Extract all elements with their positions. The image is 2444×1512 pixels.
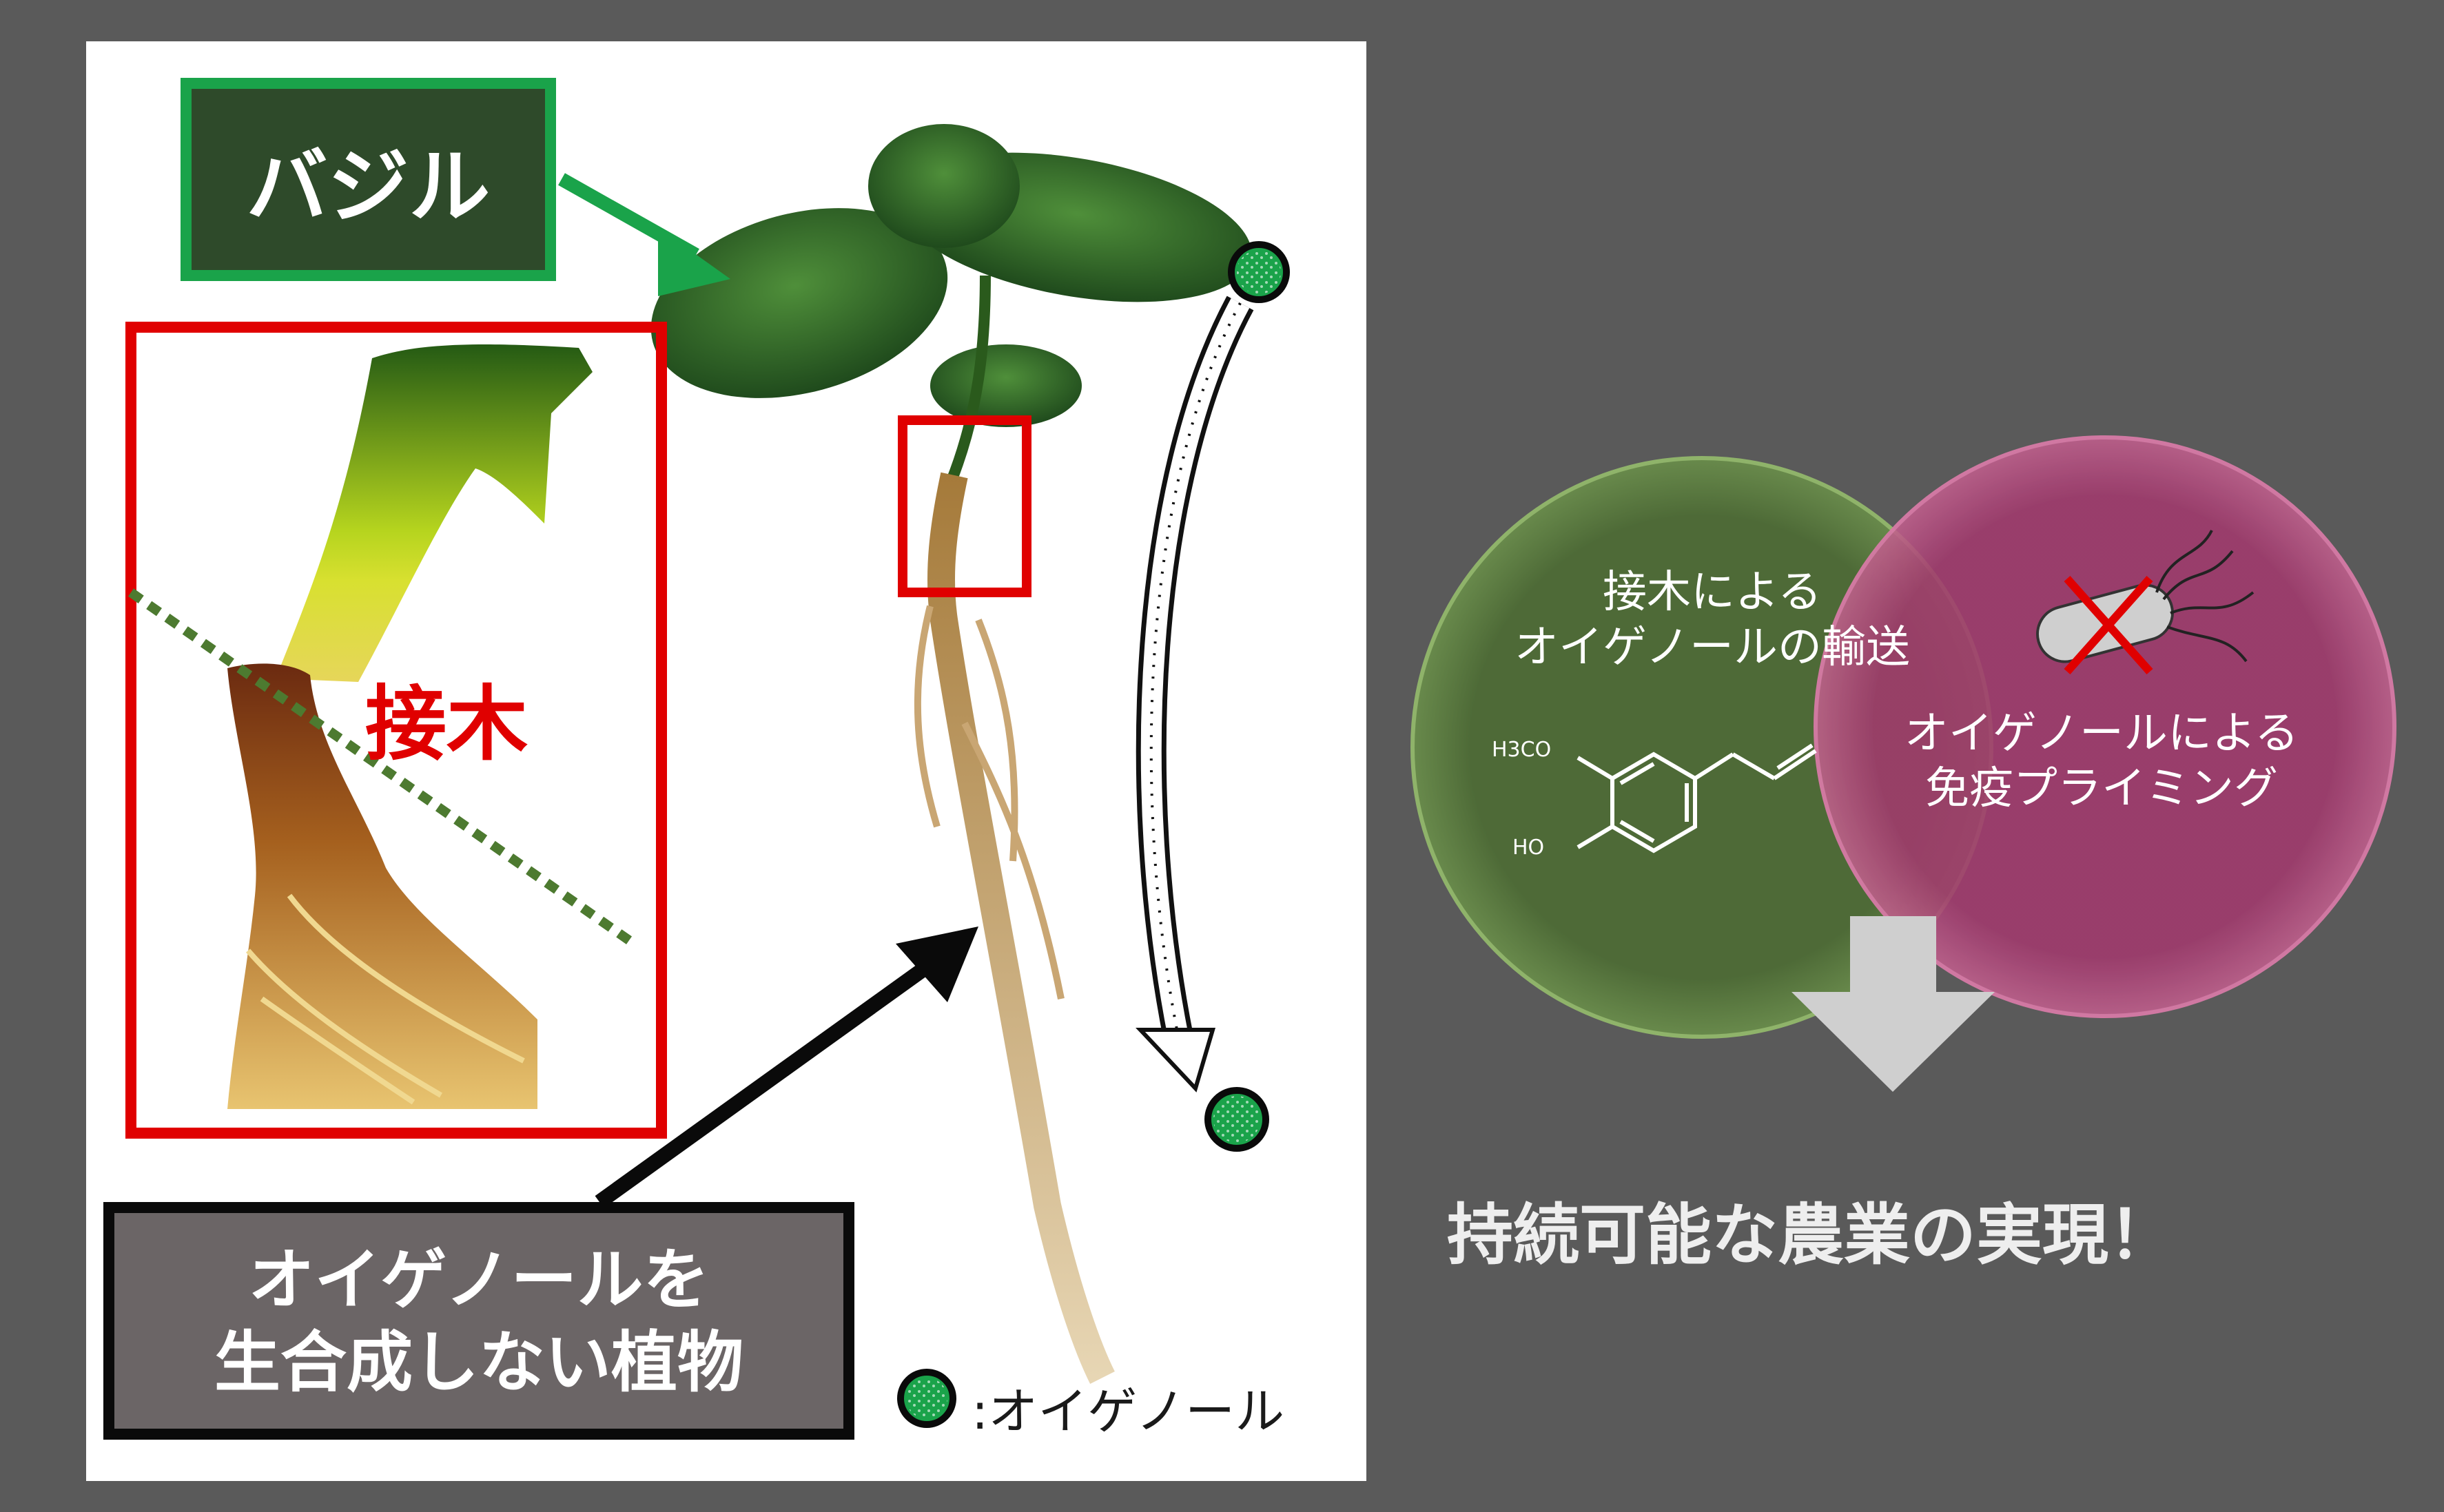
basil-leaves: [650, 124, 1252, 484]
venn-priming-line1: オイゲノールによる: [1904, 708, 2299, 759]
legend-eugenol-label: :オイゲノール: [972, 1382, 1285, 1440]
basil-label: バジル: [181, 78, 556, 281]
transport-arrowhead: [1136, 1028, 1216, 1092]
venn-priming-text: オイゲノールによる 免疫プライミング: [1853, 706, 2350, 816]
basil-stem-root: [914, 472, 1115, 1384]
basil-label-text: バジル: [246, 139, 491, 234]
non-biosynth-line1: オイゲノールを: [248, 1241, 710, 1318]
conclusion-text: 持続可能な農業の実現！: [1447, 1197, 2175, 1274]
eugenol-dot-top: [1228, 241, 1290, 303]
grafting-label: 接木: [365, 676, 528, 771]
graft-site-frame: [898, 415, 1031, 597]
transport-arrow-dots: [1149, 302, 1242, 1037]
non-biosynth-pointer-arrow: [595, 958, 935, 1208]
venn-priming-line2: 免疫プライミング: [1925, 763, 2278, 814]
chem-h3co-label: H3CO: [1492, 738, 1551, 762]
non-biosynth-pointer-arrowhead: [896, 926, 978, 1002]
non-biosynth-plant-label: オイゲノールを 生合成しない植物: [103, 1202, 854, 1440]
non-biosynth-line2: 生合成しない植物: [214, 1323, 743, 1401]
eugenol-structure-icon: [1577, 743, 1817, 853]
chem-ho-label: HO: [1512, 836, 1544, 860]
venn-circle-priming: [1814, 435, 2396, 1018]
venn-transport-line2: オイゲノールの輸送: [1514, 622, 1911, 673]
legend-eugenol-dot-icon: [897, 1369, 956, 1428]
crossed-bacteria-icon: [2036, 530, 2255, 674]
basil-pointer-arrowhead: [658, 227, 730, 296]
graft-closeup: [227, 344, 593, 1109]
eugenol-dot-bottom: [1204, 1087, 1269, 1152]
result-down-arrow: [1791, 916, 1995, 1092]
graft-inset-frame: [125, 322, 667, 1139]
venn-transport-text: 接木による オイゲノールの輸送: [1409, 565, 2015, 675]
venn-transport-line1: 接木による: [1602, 567, 1822, 618]
graft-line: [127, 588, 637, 948]
